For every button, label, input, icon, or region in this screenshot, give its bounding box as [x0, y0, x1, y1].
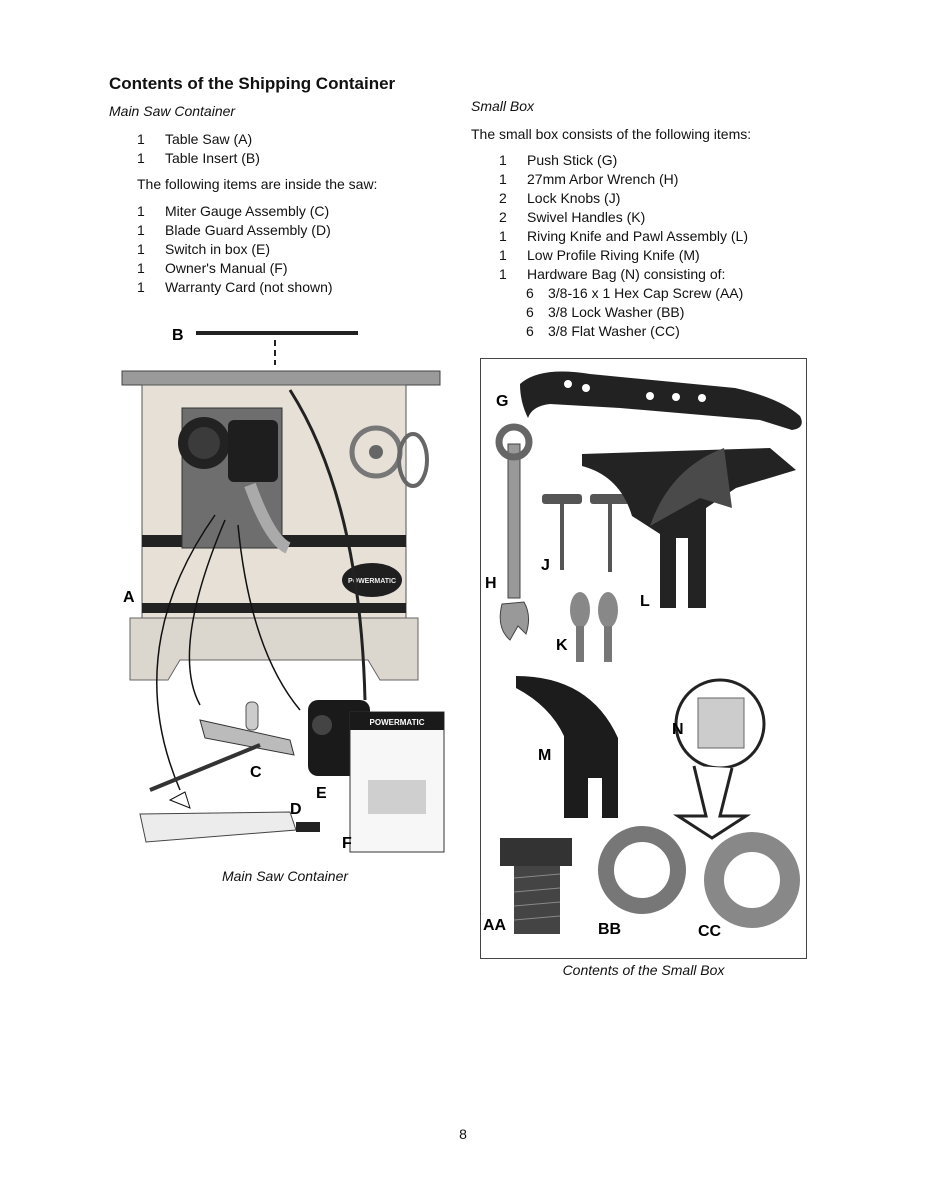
small-box-figure: G H J K L M N AA BB CC — [480, 358, 807, 959]
label-l: L — [640, 593, 650, 610]
arbor-wrench-image — [507, 443, 521, 599]
hex-cap-screw-image — [500, 838, 572, 934]
label-k: K — [556, 637, 568, 654]
svg-text:POWERMATIC: POWERMATIC — [370, 718, 425, 727]
swivel-handles-image — [570, 592, 618, 662]
label-cc: CC — [698, 923, 722, 940]
label-d: D — [290, 801, 302, 818]
blade-guard-image — [139, 811, 297, 843]
small-box-intro: The small box consists of the following … — [471, 126, 752, 142]
label-j: J — [541, 557, 550, 574]
low-profile-riving-knife-image — [516, 676, 618, 818]
lock-washer-image — [598, 826, 686, 914]
label-bb: BB — [598, 921, 621, 938]
svg-text:POWERMATIC: POWERMATIC — [348, 578, 396, 585]
label-g: G — [496, 393, 508, 410]
flat-washer-image — [704, 832, 800, 928]
label-m: M — [538, 747, 551, 764]
label-e: E — [316, 785, 327, 802]
main-saw-figure: POWERMATIC POWERMATIC B A C D E F — [121, 327, 445, 853]
label-b: B — [172, 327, 184, 344]
table-insert-image — [196, 331, 358, 335]
section-heading: Contents of the Shipping Container — [109, 74, 396, 93]
miter-gauge-image — [199, 719, 295, 756]
label-c: C — [250, 764, 262, 781]
lock-knobs-image — [542, 494, 630, 572]
label-h: H — [485, 575, 497, 592]
main-saw-caption: Main Saw Container — [221, 868, 349, 884]
small-box-caption: Contents of the Small Box — [562, 962, 725, 978]
page-number: 8 — [459, 1126, 467, 1142]
riving-knife-image — [582, 448, 796, 608]
label-n: N — [672, 721, 684, 738]
label-f: F — [342, 835, 352, 852]
small-box-subheading: Small Box — [471, 98, 535, 114]
inside-intro: The following items are inside the saw: — [137, 176, 378, 192]
label-aa: AA — [483, 917, 507, 934]
main-container-subheading: Main Saw Container — [109, 103, 236, 119]
push-stick-image — [520, 371, 802, 430]
table-top-image — [121, 370, 441, 386]
label-a: A — [123, 589, 135, 606]
